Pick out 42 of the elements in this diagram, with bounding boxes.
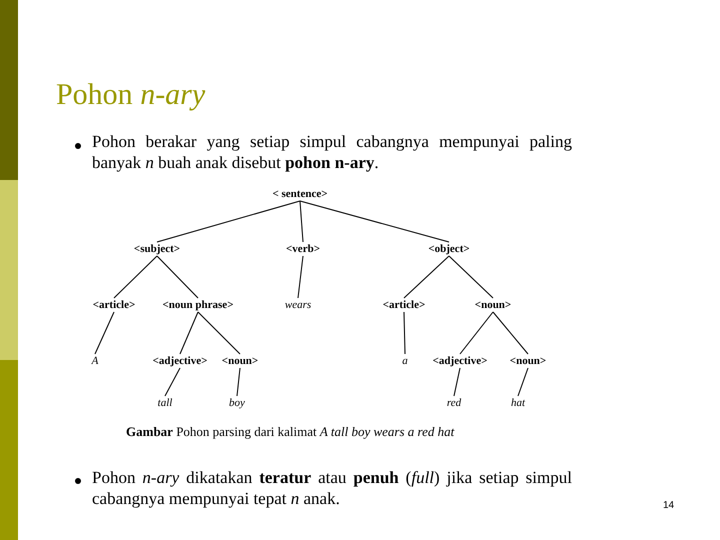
tree-branch — [156, 256, 198, 298]
tree-branch — [164, 368, 180, 396]
bullet-text: Pohon n-ary dikatakan teratur atau penuh (full) jika setiap simpul cabangnya mempunyai tepat n anak. — [92, 467, 572, 509]
tree-branch — [300, 200, 304, 242]
leaf-word: tall — [156, 397, 174, 409]
tree-node-label: <adjective> — [432, 355, 488, 367]
tree-branch — [156, 200, 300, 242]
tree-node-label: <adjective> — [152, 355, 208, 367]
tree-node-label: <article> — [92, 299, 136, 311]
figure-caption: Gambar Pohon parsing dari kalimat A tall boy wears a red hat — [126, 424, 454, 440]
tree-node-label: <noun> — [508, 355, 548, 367]
tree-branch — [404, 256, 450, 298]
tree-branch — [298, 256, 304, 298]
tree-node-label: <subject> — [132, 243, 182, 255]
tree-node-label: <noun> — [220, 355, 260, 367]
leaf-word: boy — [228, 397, 246, 409]
tree-node-label: <article> — [382, 299, 426, 311]
slide-title: Pohon n-ary — [56, 78, 206, 112]
tree-branch — [492, 312, 528, 354]
tree-branch — [300, 200, 450, 242]
tree-branch — [518, 368, 528, 396]
tree-node-label: < sentence> — [272, 188, 328, 200]
tree-node-label: <noun> — [474, 299, 512, 311]
tree-branch — [236, 368, 240, 396]
tree-node-label: <noun phrase> — [162, 299, 234, 311]
tree-branch — [454, 368, 460, 396]
bullet-text: Pohon berakar yang setiap simpul cabangnya mempunyai paling banyak n buah anak disebut pohon n-ary. — [92, 131, 572, 173]
leaf-word: wears — [284, 299, 312, 311]
tree-branch — [404, 312, 406, 354]
leaf-word: A — [90, 355, 100, 367]
page-number: 14 — [663, 500, 674, 511]
tree-branch — [448, 256, 494, 298]
leaf-word: red — [446, 397, 462, 409]
leaf-word: hat — [510, 397, 526, 409]
tree-node-label: <verb> — [285, 243, 321, 255]
tree-branch — [180, 312, 198, 354]
tree-branch — [460, 312, 494, 354]
tree-branch — [114, 256, 158, 298]
tree-node-label: <object> — [427, 243, 471, 255]
tree-branch — [94, 312, 114, 354]
tree-branch — [198, 312, 240, 354]
leaf-word: a — [401, 355, 409, 367]
